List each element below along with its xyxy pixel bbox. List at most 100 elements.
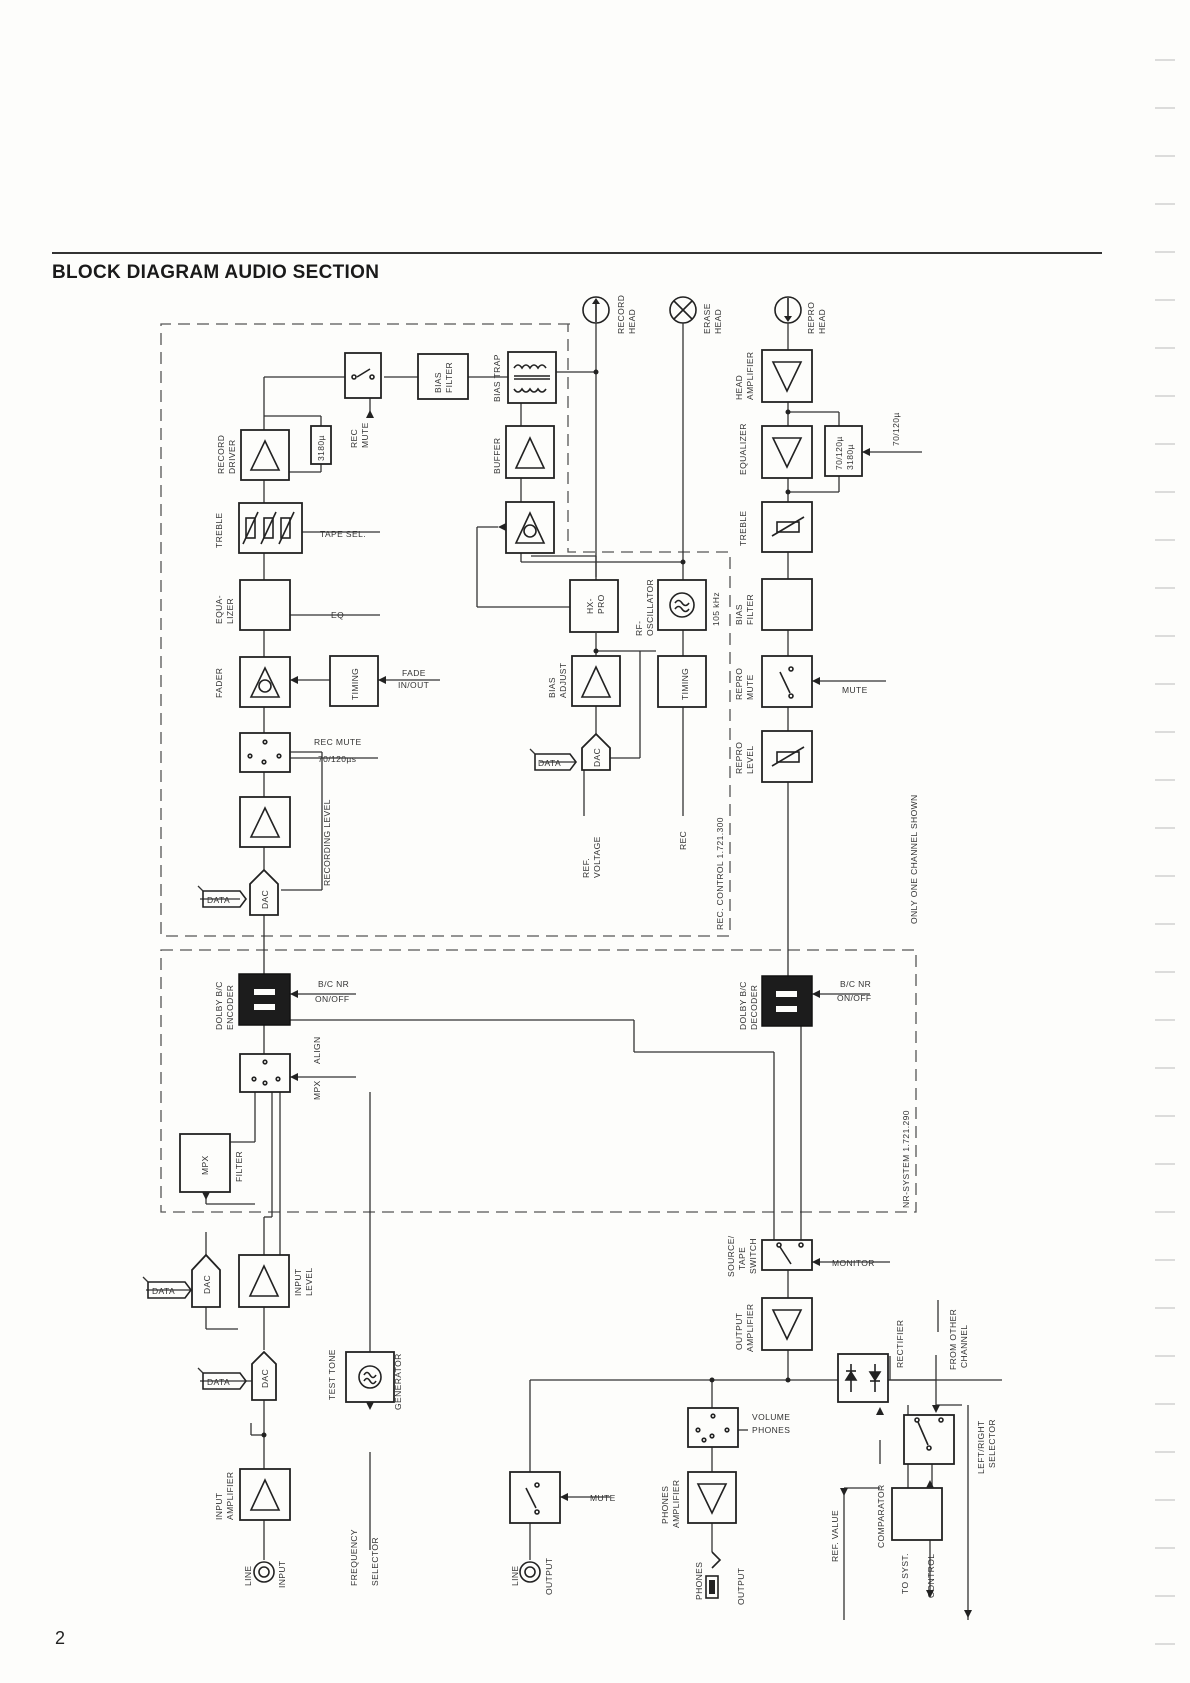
dolby-decoder-label-2: DECODER [749,985,759,1030]
hx-pro-label-1: HX- [585,598,595,614]
record-head-label-2: HEAD [627,309,637,334]
rf-oscillator-block [657,579,707,631]
dolby-encoder-block [238,973,291,1026]
comparator-label: COMPARATOR [876,1484,886,1548]
to-syst-label-2: CONTROL [926,1554,936,1598]
mpx-label: MPX [312,1080,322,1100]
repro-mute-switch[interactable] [761,655,813,708]
line-output-mute-switch[interactable] [509,1471,561,1524]
input-amplifier-block [239,1468,291,1521]
timing-fader-label: TIMING [350,668,360,700]
tc-3180-label: 3180µ [316,435,326,461]
left-right-selector-label-2: SELECTOR [987,1419,997,1468]
dac-input-amp-label: DAC [260,1369,270,1388]
bias-adjust-label-2: ADJUST [558,663,568,698]
dolby-encoder-label-1: DOLBY B/C [214,981,224,1030]
input-level-label-2: LEVEL [304,1268,314,1296]
source-tape-switch[interactable] [761,1239,813,1271]
data-bias-tag [529,748,577,771]
ref-voltage-label-2: VOLTAGE [592,836,602,878]
bias-adjust-block [571,655,621,707]
record-driver-block [240,429,290,481]
encoder-ctrl-label-1: B/C NR [318,979,349,989]
rec-mute-switch[interactable] [344,352,382,399]
phones-amplifier-label-2: AMPLIFIER [671,1480,681,1528]
buffer-block [505,425,555,479]
dac-record-block [249,868,279,916]
volume-label: VOLUME [752,1412,790,1422]
data-input-amp-tag [197,1367,247,1390]
data-input-level-tag [142,1276,192,1299]
tc-repro-input-label: 70/120µ [891,412,901,446]
equalizer-record-label-1: EQUA- [214,595,224,624]
dac-input-level-label: DAC [202,1275,212,1294]
fader-block [239,656,291,708]
monitor-label: MONITOR [832,1258,875,1268]
input-amplifier-label-1: INPUT [214,1493,224,1521]
frequency-selector-label-1: FREQUENCY [349,1529,359,1586]
fade-inout-label-2: IN/OUT [398,680,429,690]
tape-sel-label: TAPE SEL. [320,529,366,539]
recording-level-label: RECORDING LEVEL [322,799,332,886]
dac-input-level-block [191,1253,221,1308]
treble-record-block [238,502,303,554]
freq-105-label: 105 kHz [711,592,721,626]
bias-filter-repro-label-1: BIAS [734,604,744,625]
repro-level-label-1: REPRO [734,742,744,774]
dac-input-amp-block [251,1350,277,1401]
left-right-selector-switch[interactable] [903,1414,955,1465]
ref-voltage-label-1: REF. [581,858,591,878]
output-amplifier-label-2: AMPLIFIER [745,1304,755,1352]
erase-head-label-1: ERASE [702,303,712,334]
record-head-label-1: RECORD [616,295,626,334]
source-tape-label-2: TAPE [737,1247,747,1270]
encoder-ctrl-label-2: ON/OFF [315,994,350,1004]
data-input-amp-label: DATA [207,1377,230,1387]
dolby-decoder-label-1: DOLBY B/C [738,981,748,1030]
phones-amplifier-label-1: PHONES [660,1486,670,1524]
bias-filter-repro-label-2: FILTER [745,594,755,625]
phones-output-jack-icon[interactable] [705,1551,722,1599]
line-output-label-1: LINE [510,1566,520,1587]
source-tape-label-3: SWITCH [748,1238,758,1274]
input-level-block [238,1254,290,1308]
repro-head-label-2: HEAD [817,309,827,334]
fader-label: FADER [214,668,224,698]
rf-oscillator-label-2: OSCILLATOR [645,579,655,636]
nr-system-boundary [160,949,917,1213]
line-output-jack-icon[interactable] [519,1561,541,1583]
record-head-icon [582,296,610,324]
hx-pro-block [569,579,619,633]
record-driver-label-2: DRIVER [227,439,237,474]
equalizer-record-label-2: LIZER [225,598,235,624]
source-tape-label-1: SOURCE/ [726,1235,736,1277]
rec-mute-selector-block[interactable] [239,732,291,773]
record-driver-label-1: RECORD [216,435,226,474]
line-input-jack-icon[interactable] [253,1561,275,1583]
input-level-label-1: INPUT [293,1269,303,1297]
dolby-decoder-block [761,975,813,1027]
nr-wiring [205,993,870,1352]
recording-level-block [239,796,291,848]
timing-bias-block [657,655,707,708]
phones-output-label-2: OUTPUT [736,1568,746,1605]
data-record-label: DATA [207,895,230,905]
repro-mute-label-2: MUTE [745,674,755,700]
equalizer-repro-label: EQUALIZER [738,423,748,475]
test-tone-label: TEST TONE [327,1349,337,1400]
generator-label: GENERATOR [393,1353,403,1410]
nr-system-label: NR-SYSTEM 1.721.290 [901,1110,911,1208]
treble-record-label: TREBLE [214,513,224,548]
line-output-mute-label: MUTE [590,1493,616,1503]
equalizer-record-block [239,579,291,631]
bias-filter-label-2: FILTER [444,362,454,393]
output-amplifier-label-1: OUTPUT [734,1313,744,1350]
rectifier-label: RECTIFIER [895,1320,905,1368]
frequency-selector-label-2: SELECTOR [370,1537,380,1586]
left-right-selector-label-1: LEFT/RIGHT [976,1420,986,1474]
line-input-label-1: LINE [243,1566,253,1587]
phones-amplifier-block [687,1471,737,1524]
repro-mute-label-1: REPRO [734,668,744,700]
filter-label: FILTER [234,1151,244,1182]
align-label: ALIGN [312,1036,322,1064]
